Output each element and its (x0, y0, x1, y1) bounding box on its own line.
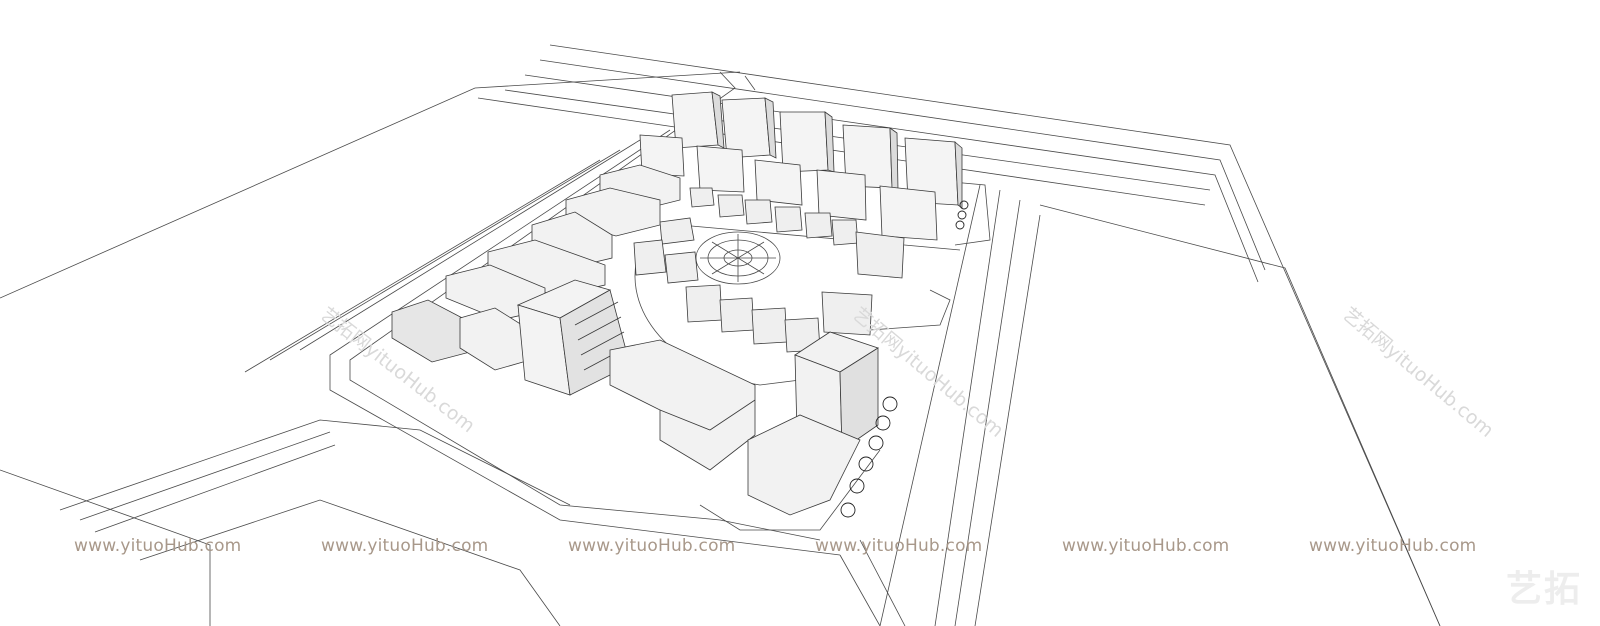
road-line (699, 449, 881, 531)
road-line (539, 59, 1266, 271)
road-line (859, 539, 906, 626)
main-office-tower (516, 279, 631, 396)
road-line (269, 149, 621, 361)
watermark-text: www.yituoHub.com (568, 536, 736, 556)
road-line (879, 184, 981, 626)
watermark-row: www.yituoHub.com www.yituoHub.com www.yi… (0, 536, 1600, 560)
residential-towers (639, 91, 963, 241)
road-line (139, 499, 561, 626)
villa-blocks (633, 187, 905, 353)
road-line (954, 199, 1021, 626)
buildings (391, 91, 963, 516)
watermark-text: www.yituoHub.com (1062, 536, 1230, 556)
road-line (79, 431, 331, 521)
office-blocks (391, 164, 681, 371)
road-line (299, 139, 641, 351)
watermark-text: www.yituoHub.com (321, 536, 489, 556)
right-office-tower (747, 331, 879, 516)
watermark-logo: 艺拓 (1505, 569, 1582, 610)
watermark-text: www.yituoHub.com (815, 536, 983, 556)
trees (840, 200, 969, 518)
road-line (839, 554, 881, 626)
road-line (477, 97, 1206, 206)
road-line (934, 189, 1001, 626)
road-line (549, 44, 1441, 626)
watermark-text: www.yituoHub.com (1309, 536, 1477, 556)
road-line (744, 75, 756, 91)
road-line (1039, 204, 1441, 626)
road-line (244, 159, 601, 373)
road-line (94, 444, 336, 533)
watermark-text: www.yituoHub.com (74, 536, 242, 556)
road-line (329, 129, 841, 556)
road-line (0, 469, 211, 626)
commercial-podium (609, 339, 756, 471)
road-line (59, 419, 571, 511)
road-line (0, 71, 741, 299)
road-line (974, 214, 1041, 626)
